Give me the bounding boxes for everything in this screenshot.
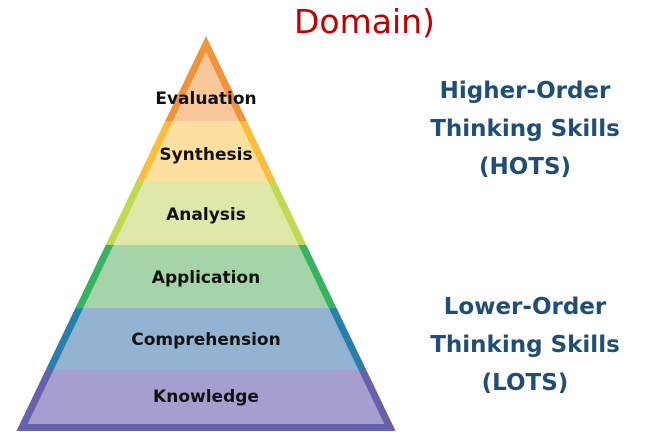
hots-line1: Higher-Order [439, 78, 611, 104]
lots-label: Lower-Order Thinking Skills (LOTS) [410, 288, 640, 402]
lots-line2: Thinking Skills [430, 332, 620, 358]
lots-line1: Lower-Order [443, 294, 607, 320]
level-label-application: Application [152, 268, 260, 288]
level-edge-analysis [16, 182, 396, 245]
hots-line3: (HOTS) [478, 154, 572, 180]
hots-line2: Thinking Skills [430, 116, 620, 142]
level-band-knowledge [27, 370, 385, 424]
hots-label: Higher-Order Thinking Skills (HOTS) [410, 72, 640, 186]
level-label-synthesis: Synthesis [159, 145, 252, 165]
level-band-analysis [27, 182, 385, 245]
level-label-evaluation: Evaluation [155, 89, 256, 109]
level-label-comprehension: Comprehension [131, 330, 280, 350]
title-domain: Domain) [294, 2, 435, 41]
lots-line3: (LOTS) [481, 370, 569, 396]
level-label-knowledge: Knowledge [153, 387, 259, 407]
level-band-comprehension [27, 308, 385, 370]
level-label-analysis: Analysis [166, 205, 246, 225]
